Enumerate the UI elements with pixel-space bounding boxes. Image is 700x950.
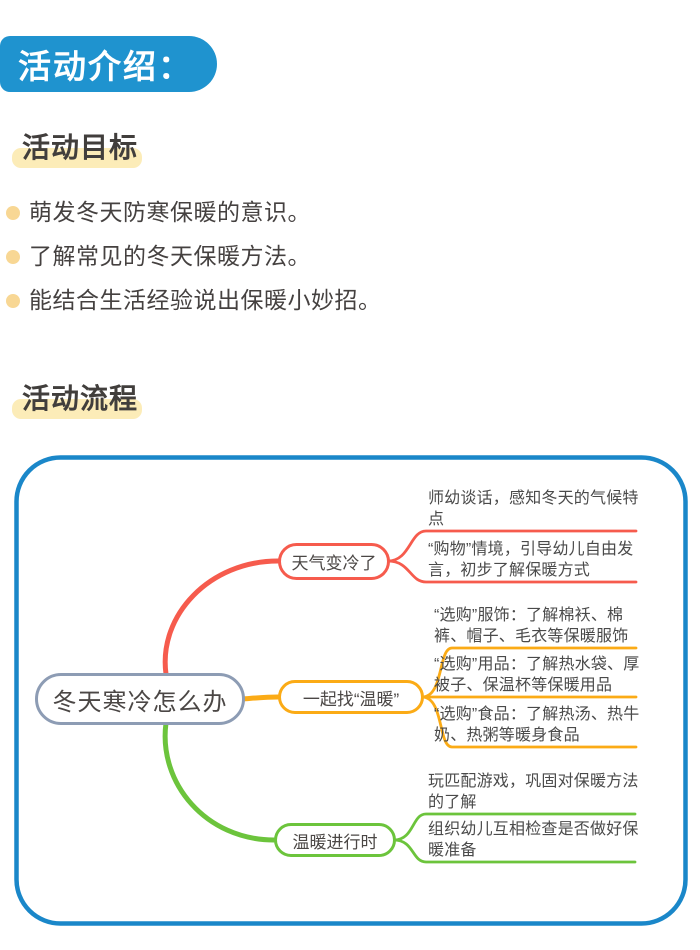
mindmap-branch-ongoing: 温暖进行时: [274, 823, 396, 857]
heading-highlight: [12, 148, 143, 168]
mindmap-leaf: 师幼谈话，感知冬天的气候特点: [428, 490, 639, 528]
mindmap-leaf: 组织幼儿互相检查是否做好保暖准备: [428, 821, 639, 859]
section-goals-heading: 活动目标: [12, 131, 143, 168]
goals-list: 萌发冬天防寒保暖的意识。 了解常见的冬天保暖方法。 能结合生活经验说出保暖小妙招…: [6, 197, 382, 329]
branch-line-weather: [162, 558, 281, 677]
leaf-line-ongoing-2: [392, 838, 637, 864]
leaf-line-ongoing-1: [392, 812, 637, 842]
branch-line-ongoing: [162, 720, 277, 843]
goal-text: 了解常见的冬天保暖方法。: [29, 243, 311, 269]
mindmap-central-node: 冬天寒冷怎么办: [35, 673, 245, 725]
goal-text: 能结合生活经验说出保暖小妙招。: [29, 287, 382, 313]
leaf-line-weather-2: [386, 559, 638, 584]
bullet-icon: [6, 294, 20, 308]
list-item: 了解常见的冬天保暖方法。: [6, 241, 382, 272]
mindmap-leaf: “选购”食品：了解热汤、热牛奶、热粥等暖身食品: [434, 706, 640, 744]
page-title: 活动介绍：: [18, 48, 193, 85]
list-item: 能结合生活经验说出保暖小妙招。: [6, 285, 382, 316]
mindmap-container: 冬天寒冷怎么办 天气变冷了 一起找“温暖” 温暖进行时 师幼谈话，感知冬天的气候…: [14, 455, 688, 926]
page-title-badge: 活动介绍：: [0, 36, 217, 92]
leaf-line-warmth-3: [420, 695, 638, 749]
mindmap-branch-warmth: 一起找“温暖”: [278, 680, 424, 714]
mindmap-leaf: 玩匹配游戏，巩固对保暖方法的了解: [428, 773, 639, 811]
list-item: 萌发冬天防寒保暖的意识。: [6, 197, 382, 228]
bullet-icon: [6, 250, 20, 264]
mindmap-leaf: “选购”服饰：了解棉袄、棉裤、帽子、毛衣等保暖服饰: [434, 607, 629, 645]
mindmap-leaf: “购物”情境，引导幼儿自由发言，初步了解保暖方式: [428, 541, 634, 579]
goal-text: 萌发冬天防寒保暖的意识。: [29, 199, 311, 225]
section-flow-heading: 活动流程: [12, 382, 143, 419]
section-goals-title: 活动目标: [22, 132, 139, 163]
bullet-icon: [6, 206, 20, 220]
branch-line-warmth: [239, 694, 281, 702]
section-flow-title: 活动流程: [22, 383, 139, 414]
leaf-line-warmth-1: [420, 646, 638, 699]
heading-highlight: [12, 399, 143, 419]
leaf-line-weather-1: [386, 529, 638, 563]
mindmap-branch-weather: 天气变冷了: [278, 543, 390, 580]
mindmap-leaf: “选购”用品：了解热水袋、厚被子、保温杯等保暖用品: [434, 656, 640, 694]
